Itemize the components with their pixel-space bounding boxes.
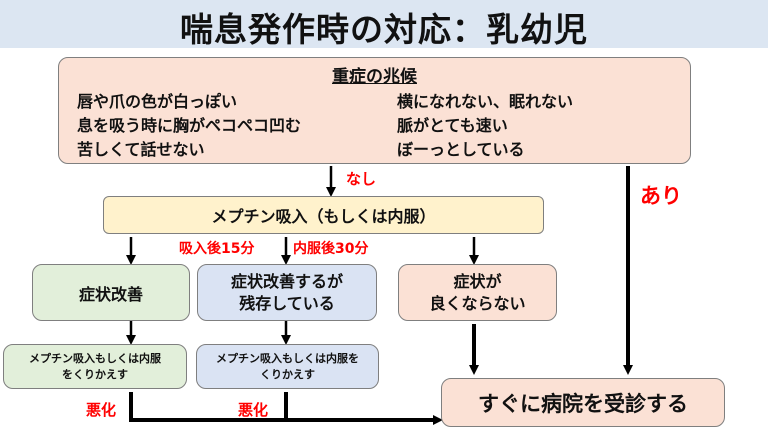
meptin-box: メプチン吸入（もしくは内服）: [103, 196, 544, 234]
symptom-item: 息を吸う時に胸がペコペコ凹む: [77, 116, 302, 135]
outcome-not-improved-line1: 症状が: [453, 271, 502, 291]
outcome-not-improved-line2: 良くならない: [429, 293, 526, 313]
page-title: 喘息発作時の対応：乳幼児: [180, 10, 588, 49]
repeat-box-left: メプチン吸入もしくは内服 をくりかえす: [3, 344, 187, 389]
repeat-box-mid: メプチン吸入もしくは内服を くりかえす: [196, 344, 379, 389]
severe-signs-box: 重症の兆候 唇や爪の色が白っぽい 息を吸う時に胸がペコペコ凹む 苦しくて話せない…: [58, 57, 691, 164]
none-label: なし: [346, 170, 377, 188]
worsen-label-mid: 悪化: [238, 401, 269, 419]
symptom-item: 横になれない、眠れない: [397, 92, 574, 111]
outcome-improved-text: 症状改善: [78, 284, 143, 304]
symptom-item: 脈がとても速い: [397, 116, 508, 135]
title-bar: [0, 0, 768, 48]
outcome-partial-line2: 残存している: [239, 293, 335, 313]
meptin-text: メプチン吸入（もしくは内服）: [211, 207, 436, 226]
hospital-box: すぐに病院を受診する: [441, 378, 725, 427]
repeat-mid-line1: メプチン吸入もしくは内服を: [216, 351, 359, 365]
outcome-not-improved-box: 症状が 良くならない: [398, 264, 557, 321]
yes-label: あり: [640, 184, 682, 208]
symptom-item: 苦しくて話せない: [77, 140, 205, 159]
symptom-item: 唇や爪の色が白っぽい: [77, 92, 238, 111]
repeat-left-line2: をくりかえす: [62, 367, 128, 381]
symptom-item: ぼーっとしている: [397, 140, 525, 159]
hospital-text: すぐに病院を受診する: [478, 391, 688, 416]
repeat-left-line1: メプチン吸入もしくは内服: [29, 351, 161, 365]
worsen-label-left: 悪化: [86, 401, 117, 419]
outcome-improved-box: 症状改善: [32, 264, 190, 321]
severe-signs-heading: 重症の兆候: [332, 67, 417, 87]
repeat-mid-line2: くりかえす: [260, 367, 315, 381]
oral-time-label: 内服後30分: [293, 241, 369, 257]
inhale-time-label: 吸入後15分: [179, 241, 255, 257]
outcome-partial-box: 症状改善するが 残存している: [197, 264, 377, 321]
outcome-partial-line1: 症状改善するが: [230, 271, 343, 291]
